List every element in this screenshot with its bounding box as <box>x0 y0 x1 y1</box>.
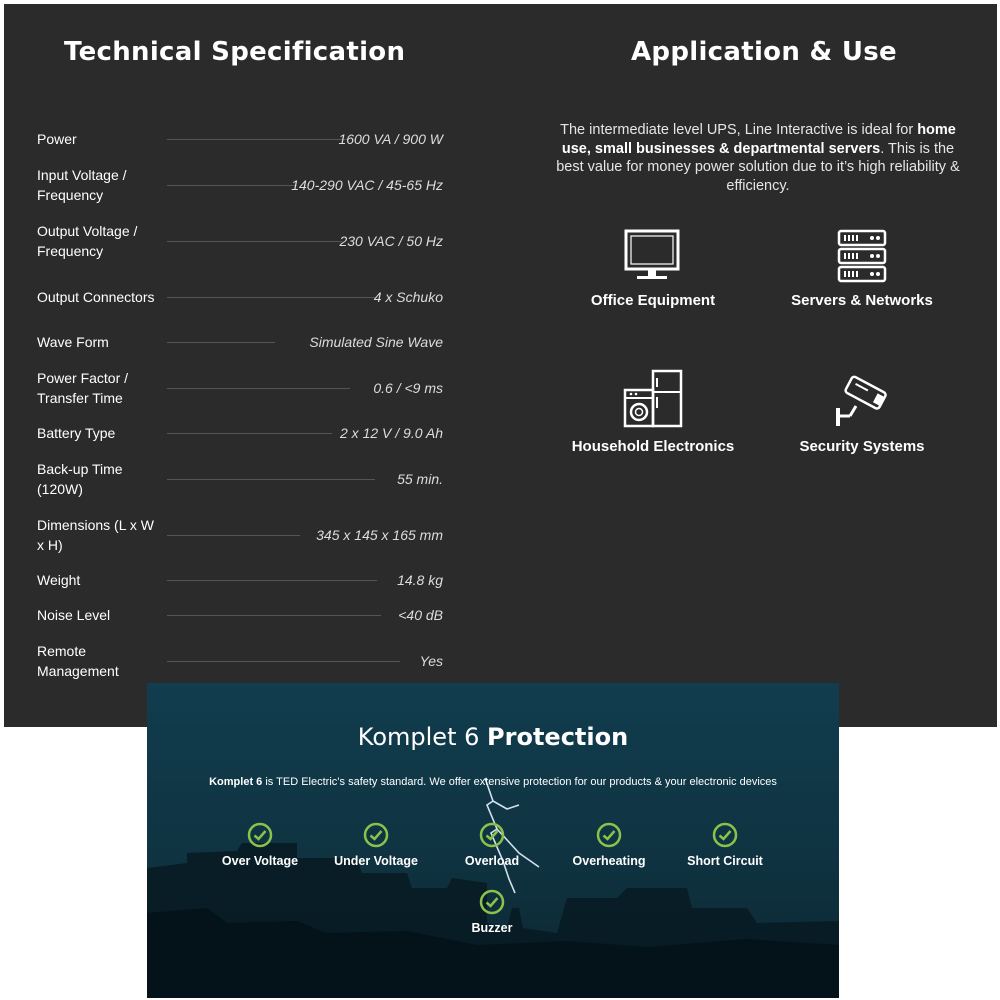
komplet-description: Komplet 6 is TED Electric’s safety stand… <box>147 776 839 788</box>
spec-row-output-connectors: Output Connectors 4 x Schuko <box>37 277 443 317</box>
app-item-security-systems: Security Systems <box>762 372 962 455</box>
spec-value: 0.6 / <9 ms <box>373 380 443 396</box>
spec-label: Dimensions (L x W x H) <box>37 517 154 553</box>
spec-value: Simulated Sine Wave <box>309 334 443 350</box>
application-description: The intermediate level UPS, Line Interac… <box>548 121 968 195</box>
feature-overheating: Overheating <box>549 822 669 868</box>
app-item-label: Security Systems <box>799 438 925 455</box>
spec-label: Wave Form <box>37 334 109 350</box>
spec-row-wave-form: Wave Form Simulated Sine Wave <box>37 322 443 362</box>
feature-label: Under Voltage <box>334 854 418 868</box>
spec-title: Technical Specification <box>64 37 406 67</box>
spec-row-weight: Weight 14.8 kg <box>37 560 443 600</box>
spec-label: Input Voltage / Frequency <box>37 167 127 203</box>
spec-row-power: Power 1600 VA / 900 W <box>37 119 443 159</box>
spec-row-remote-management: Remote Management Yes <box>37 641 443 681</box>
spec-divider <box>167 297 377 298</box>
spec-divider <box>167 342 275 343</box>
spec-panel <box>4 4 997 727</box>
spec-value: 1600 VA / 900 W <box>338 131 443 147</box>
komplet-title-bold: Protection <box>487 723 629 751</box>
spec-row-input-voltage: Input Voltage / Frequency 140-290 VAC / … <box>37 165 443 205</box>
spec-label: Back-up Time (120W) <box>37 461 123 497</box>
spec-value: 230 VAC / 50 Hz <box>339 233 443 249</box>
app-item-label: Household Electronics <box>571 438 735 455</box>
security-camera-icon <box>836 375 887 426</box>
spec-value: 140-290 VAC / 45-65 Hz <box>291 177 443 193</box>
spec-divider <box>167 241 342 242</box>
server-rack-icon <box>837 229 887 283</box>
check-circle-icon <box>479 889 505 915</box>
spec-label: Power Factor / Transfer Time <box>37 370 129 406</box>
check-circle-icon <box>247 822 273 848</box>
feature-label: Overheating <box>572 854 646 868</box>
komplet-banner: Komplet 6 Protection Komplet 6 is TED El… <box>147 683 839 998</box>
spec-row-backup-time: Back-up Time (120W) 55 min. <box>37 459 443 499</box>
app-item-household-electronics: Household Electronics <box>553 368 753 455</box>
monitor-icon <box>624 229 680 279</box>
check-circle-icon <box>712 822 738 848</box>
spec-label: Weight <box>37 572 81 588</box>
description-highlight: home use, small businesses & departmenta… <box>561 122 956 157</box>
feature-buzzer: Buzzer <box>432 889 552 935</box>
application-title: Application & Use <box>631 37 897 67</box>
check-circle-icon <box>479 822 505 848</box>
spec-value: 14.8 kg <box>397 572 443 588</box>
spec-divider <box>167 433 332 434</box>
spec-row-noise-level: Noise Level <40 dB <box>37 595 443 635</box>
spec-divider <box>167 615 381 616</box>
spec-value: 2 x 12 V / 9.0 Ah <box>340 425 443 441</box>
komplet-title: Komplet 6 Protection <box>147 723 839 751</box>
spec-value: Yes <box>419 653 443 669</box>
spec-label: Remote Management <box>37 643 119 679</box>
appliances-icon <box>623 369 683 428</box>
check-circle-icon <box>363 822 389 848</box>
feature-label: Over Voltage <box>221 854 299 868</box>
spec-divider <box>167 388 350 389</box>
feature-short-circuit: Short Circuit <box>665 822 785 868</box>
spec-row-power-factor: Power Factor / Transfer Time 0.6 / <9 ms <box>37 368 443 408</box>
spec-value: <40 dB <box>398 607 443 623</box>
feature-label: Short Circuit <box>687 854 763 868</box>
feature-label: Overload <box>464 854 520 868</box>
check-circle-icon <box>596 822 622 848</box>
komplet-description-text: is TED Electric’s safety standard. We of… <box>262 776 777 788</box>
app-item-label: Servers & Networks <box>791 292 933 309</box>
spec-row-output-voltage: Output Voltage / Frequency 230 VAC / 50 … <box>37 221 443 261</box>
spec-row-battery-type: Battery Type 2 x 12 V / 9.0 Ah <box>37 413 443 453</box>
komplet-description-bold: Komplet 6 <box>209 776 263 788</box>
komplet-title-regular: Komplet 6 <box>357 723 480 751</box>
app-item-servers-networks: Servers & Networks <box>762 228 962 309</box>
spec-row-dimensions: Dimensions (L x W x H) 345 x 145 x 165 m… <box>37 515 443 555</box>
description-text: The intermediate level UPS, Line Interac… <box>560 122 918 138</box>
city-skyline-lightning-background <box>147 777 839 998</box>
spec-label: Power <box>37 131 77 147</box>
feature-label: Buzzer <box>471 921 513 935</box>
feature-over-voltage: Over Voltage <box>200 822 320 868</box>
spec-divider <box>167 580 377 581</box>
spec-label: Output Voltage / Frequency <box>37 223 138 259</box>
spec-value: 55 min. <box>397 471 443 487</box>
spec-label: Noise Level <box>37 607 111 623</box>
spec-divider <box>167 139 349 140</box>
spec-label: Battery Type <box>37 425 116 441</box>
spec-value: 4 x Schuko <box>373 289 443 305</box>
spec-divider <box>167 535 300 536</box>
description-text: . This is the best value for money power… <box>556 140 960 194</box>
app-item-label: Office Equipment <box>590 292 716 309</box>
app-item-office-equipment: Office Equipment <box>553 228 753 309</box>
spec-divider <box>167 185 297 186</box>
spec-label: Output Connectors <box>37 289 155 305</box>
spec-divider <box>167 661 400 662</box>
spec-divider <box>167 479 375 480</box>
spec-value: 345 x 145 x 165 mm <box>316 527 443 543</box>
feature-under-voltage: Under Voltage <box>316 822 436 868</box>
feature-overload: Overload <box>432 822 552 868</box>
